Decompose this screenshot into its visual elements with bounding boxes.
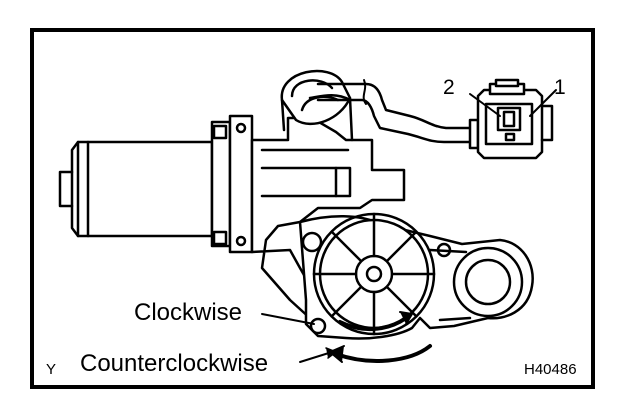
clockwise-leader xyxy=(261,313,315,325)
pin-2-leader xyxy=(469,93,501,117)
mounting-hole-upper xyxy=(301,231,323,253)
clockwise-arrow xyxy=(338,311,413,332)
mounting-hole-right xyxy=(436,242,452,258)
pin-1-leader xyxy=(529,89,557,117)
corner-mark: Y xyxy=(46,361,56,378)
pin-2-label: 2 xyxy=(443,76,455,99)
motor-flange xyxy=(210,114,254,254)
counterclockwise-leader-head xyxy=(325,347,337,359)
counterclockwise-leader xyxy=(299,351,333,363)
counterclockwise-label: Counterclockwise xyxy=(80,350,268,377)
motor-body xyxy=(58,140,214,238)
wire-harness xyxy=(316,79,472,144)
clockwise-label: Clockwise xyxy=(134,299,242,326)
gear-wheel xyxy=(312,212,436,336)
mounting-hole-lower xyxy=(309,317,327,335)
figure-code: H40486 xyxy=(524,361,577,378)
connector xyxy=(468,78,554,160)
pin-1-label: 1 xyxy=(554,76,566,99)
